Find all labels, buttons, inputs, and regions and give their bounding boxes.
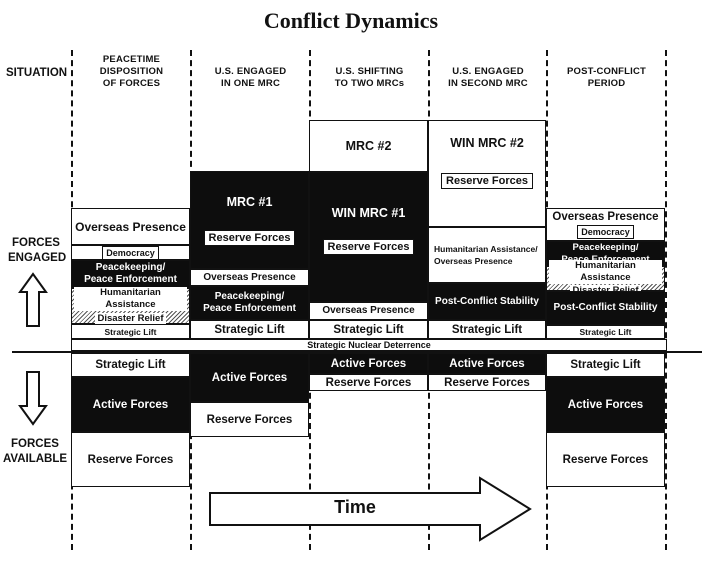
forces-engaged-label: FORCES ENGAGED — [8, 237, 67, 264]
down-arrow-icon — [18, 371, 48, 426]
forces-available-label: FORCES AVAILABLE — [2, 438, 68, 465]
strategic-lift-block: Strategic Lift — [546, 353, 665, 377]
strategic-lift-block: Strategic Lift — [309, 320, 428, 339]
democracy-block: Democracy — [71, 245, 190, 260]
column-header-shifting: U.S. SHIFTING TO TWO MRCs — [334, 66, 405, 89]
peacekeeping-block: Peacekeeping/ Peace Enforcement — [190, 286, 309, 320]
time-arrow-icon — [209, 476, 532, 542]
reserve-forces-block: Reserve Forces — [190, 402, 309, 437]
active-forces-block: Active Forces — [190, 353, 309, 402]
column-header-second-mrc: U.S. ENGAGED IN SECOND MRC — [448, 66, 528, 89]
overseas-presence-block: Overseas Presence — [309, 302, 428, 320]
column-header-post-conflict: POST-CONFLICT PERIOD — [566, 66, 647, 89]
strategic-lift-block: Strategic Lift — [71, 353, 190, 377]
reserve-forces-block: Reserve Forces — [71, 432, 190, 487]
engaged-available-divider — [12, 351, 702, 353]
humanitarian-assistance-block: Humanitarian Assistance Disaster Relief — [71, 287, 190, 325]
column-separator — [665, 50, 667, 550]
active-forces-block: Active Forces — [546, 377, 665, 432]
strategic-lift-block: Strategic Lift — [190, 320, 309, 339]
strategic-lift-small-block: Strategic Lift — [546, 325, 665, 339]
win-mrc2-block: WIN MRC #2 Reserve Forces — [428, 120, 546, 227]
overseas-presence-block: Overseas Presence — [190, 269, 309, 286]
overseas-presence-block: Overseas Presence — [71, 208, 190, 245]
active-forces-block: Active Forces — [428, 353, 546, 374]
humanitarian-assistance-block: Humanitarian Assistance/ Overseas Presen… — [428, 227, 546, 283]
column-header-one-mrc: U.S. ENGAGED IN ONE MRC — [214, 66, 287, 89]
reserve-forces-block: Reserve Forces — [428, 374, 546, 391]
reserve-forces-block: Reserve Forces — [546, 432, 665, 487]
diagram-title: Conflict Dynamics — [263, 8, 439, 33]
up-arrow-icon — [18, 272, 48, 327]
overseas-presence-block: Overseas Presence Democracy — [546, 208, 665, 241]
active-forces-block: Active Forces — [309, 353, 428, 374]
strategic-nuclear-deterrence-bar: Strategic Nuclear Deterrence — [71, 339, 667, 351]
mrc2-block: MRC #2 — [309, 120, 428, 172]
mrc1-block: MRC #1 Reserve Forces — [190, 171, 309, 269]
post-conflict-stability-block: Post-Conflict Stability — [428, 283, 546, 320]
active-forces-block: Active Forces — [71, 377, 190, 432]
reserve-forces-block: Reserve Forces — [309, 374, 428, 391]
humanitarian-assistance-block: Humanitarian Assistance Disaster Relief — [546, 260, 665, 297]
post-conflict-stability-block: Post-Conflict Stability — [546, 291, 665, 325]
win-mrc1-block: WIN MRC #1 Reserve Forces — [309, 172, 428, 302]
strategic-lift-small-block: Strategic Lift — [71, 324, 190, 339]
column-header-peacetime: PEACETIME DISPOSITION OF FORCES — [99, 54, 164, 89]
peacekeeping-block: Peacekeeping/ Peace Enforcement — [71, 260, 190, 288]
strategic-lift-block: Strategic Lift — [428, 320, 546, 339]
time-label: Time — [334, 497, 376, 517]
situation-label: SITUATION — [6, 67, 68, 79]
